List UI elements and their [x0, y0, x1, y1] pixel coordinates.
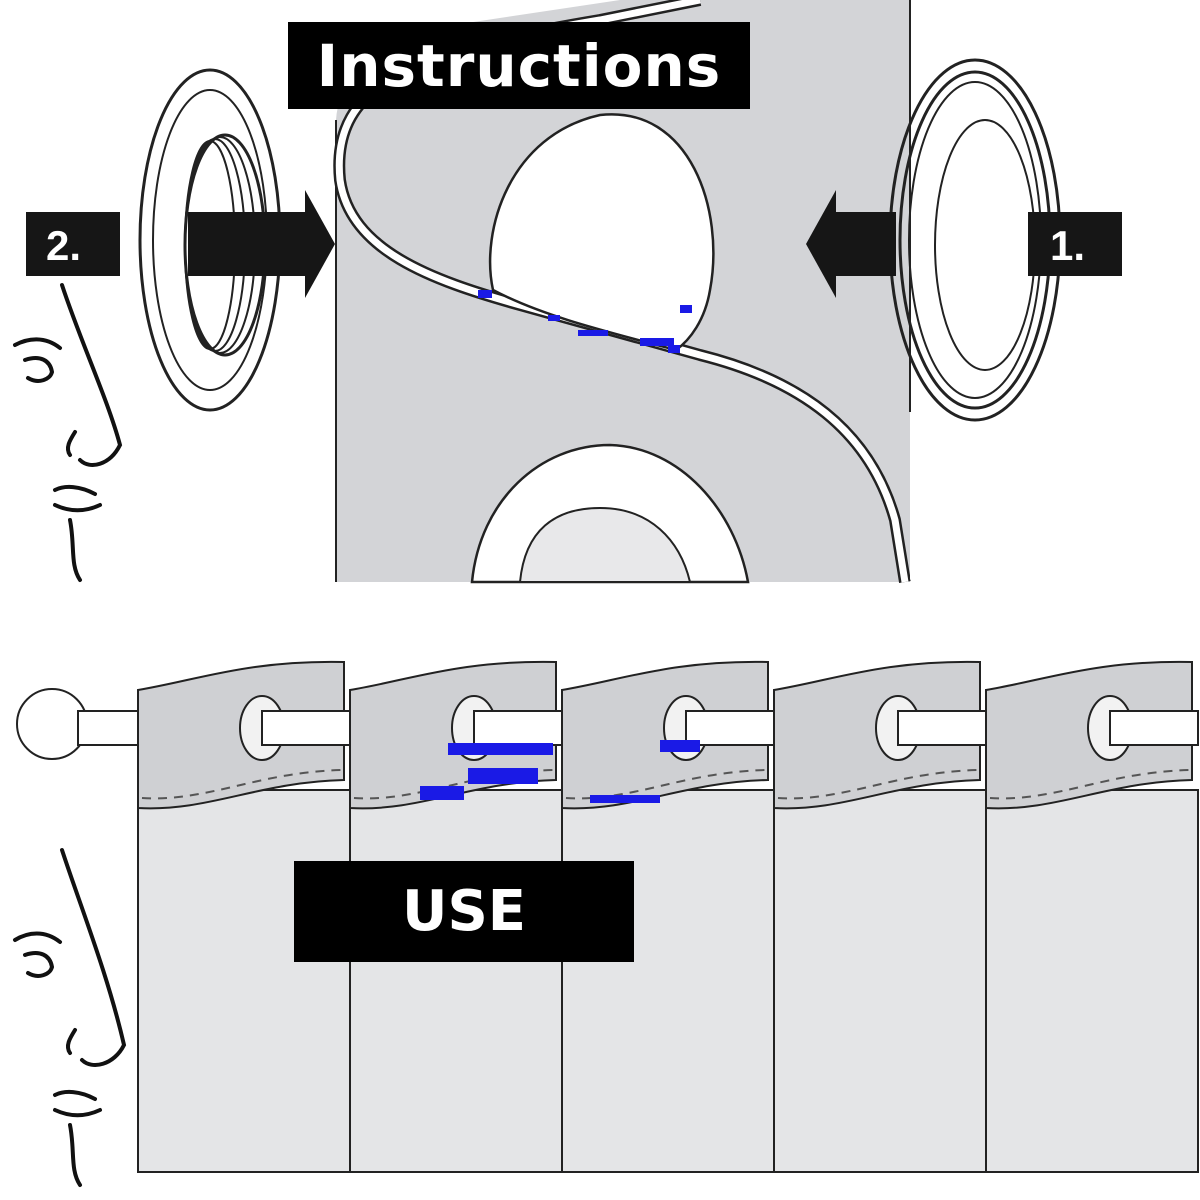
- curtain-rod-finial: [16, 688, 88, 760]
- eye-symbol-icon: [13, 283, 123, 582]
- curtain-rod-segment: [1109, 710, 1199, 746]
- stitch-line: [353, 769, 555, 800]
- grommet-hole-upper: [488, 113, 715, 352]
- curtain-panel: [137, 660, 351, 1173]
- stitch-line: [565, 769, 767, 800]
- step-1-number: 1.: [1050, 222, 1086, 269]
- instructions-title-text: Instructions: [316, 31, 722, 100]
- arrow-left-icon: [806, 190, 1122, 298]
- blue-marker-artifact: [478, 290, 692, 353]
- curtain-panel-body: [985, 789, 1199, 1173]
- curtain-panel-body: [773, 789, 987, 1173]
- use-label-text: USE: [401, 879, 527, 944]
- curtain-panel: [985, 660, 1199, 1173]
- curtain-panel-body: [349, 789, 563, 1173]
- eye-symbol-icon: [13, 848, 127, 1187]
- step-2-number: 2.: [46, 222, 82, 269]
- instructions-title: Instructions: [288, 22, 750, 109]
- use-label: USE: [294, 861, 634, 962]
- blue-marker-artifact: [420, 740, 700, 803]
- curtain-panel: [773, 660, 987, 1173]
- use-section: [13, 660, 1199, 1187]
- grommet-ring-lower: [470, 443, 750, 584]
- curtain-rod-segment: [685, 710, 775, 746]
- curtain-panels: [137, 660, 1199, 1173]
- curtain-panel-body: [561, 789, 775, 1173]
- stitch-line: [141, 769, 343, 800]
- stitch-line: [989, 769, 1191, 800]
- curtain-panel-body: [137, 789, 351, 1173]
- stitch-line: [777, 769, 979, 800]
- curtain-panel: [561, 660, 775, 1173]
- curtain-rod-segment: [897, 710, 987, 746]
- curtain-rod-segment: [261, 710, 351, 746]
- curtain-rod-segment: [473, 710, 563, 746]
- arrow-right-icon: [26, 190, 335, 298]
